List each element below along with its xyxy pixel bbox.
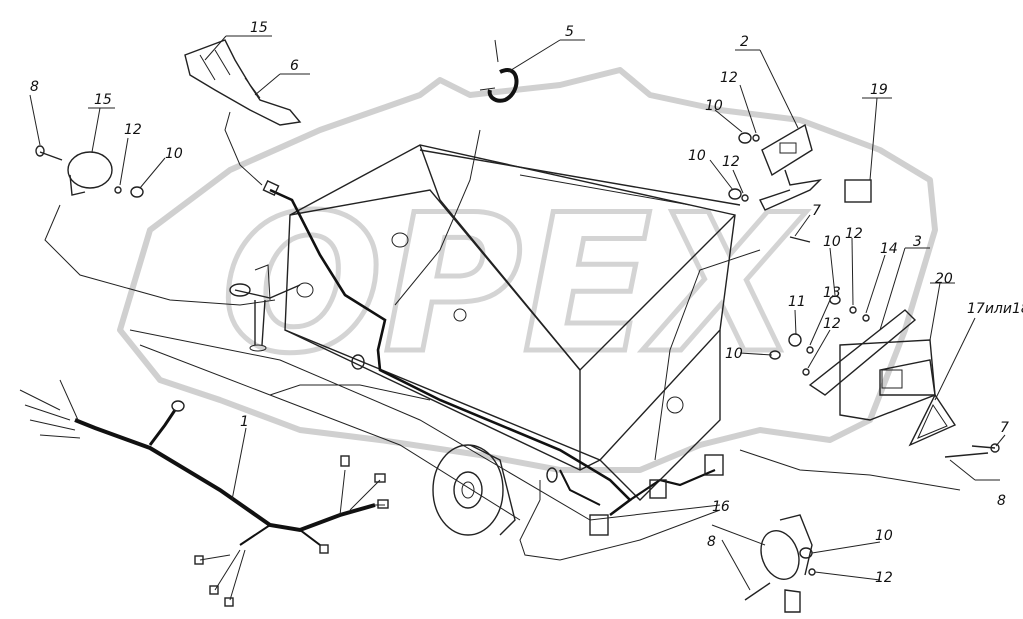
connector-plug-15 (184, 39, 302, 126)
drawbar (229, 264, 301, 352)
label-8-left: 8 (30, 79, 39, 95)
label-19: 19 (870, 82, 888, 98)
label-15-top: 15 (250, 20, 268, 36)
lamp-16 (744, 514, 816, 613)
label-4: 5 (565, 24, 574, 40)
part-labels: 15 6 5 2 19 8 15 12 10 12 10 10 12 7 3 2… (30, 20, 1023, 586)
trailer-body (129, 144, 741, 521)
label-15-left: 15 (94, 92, 112, 108)
label-3: 3 (913, 234, 922, 250)
leader-lines (29, 35, 1006, 591)
label-12-d: 12 (823, 316, 841, 332)
label-10-a: 10 (705, 98, 723, 114)
label-12-b: 12 (722, 154, 740, 170)
wheel (432, 444, 516, 536)
harness-route (262, 180, 716, 517)
bracket-2 (728, 123, 872, 243)
reflector-17-18 (908, 393, 957, 447)
label-8-bottom: 8 (707, 534, 716, 550)
label-11: 11 (788, 294, 806, 310)
label-17-18: 17или18 (967, 301, 1023, 317)
mount-3-20 (769, 295, 936, 421)
label-12-a: 12 (720, 70, 738, 86)
label-12-e: 12 (875, 570, 893, 586)
callout-curves (44, 111, 961, 561)
label-10-c: 10 (823, 234, 841, 250)
label-2: 2 (740, 34, 749, 50)
label-10-b: 10 (688, 148, 706, 164)
label-10-left: 10 (165, 146, 183, 162)
label-13: 13 (823, 285, 841, 301)
label-20: 20 (935, 271, 953, 287)
label-10-e: 10 (875, 528, 893, 544)
label-14: 14 (880, 241, 898, 257)
bolts-7-8 (944, 443, 1000, 458)
lamp-15-left (35, 145, 144, 198)
label-16: 16 (712, 499, 730, 515)
label-12-left: 12 (124, 122, 142, 138)
label-8-right: 8 (997, 493, 1006, 509)
watermark: OPEX (117, 67, 938, 473)
harness-1 (19, 379, 389, 607)
label-6: 7 (812, 203, 821, 219)
label-12-c: 12 (845, 226, 863, 242)
label-5: 6 (290, 58, 299, 74)
label-1: 1 (240, 414, 249, 430)
label-7: 7 (1000, 420, 1009, 436)
clip-4 (479, 39, 519, 103)
label-10-d: 10 (725, 346, 743, 362)
rear-light-mounts (351, 354, 724, 536)
